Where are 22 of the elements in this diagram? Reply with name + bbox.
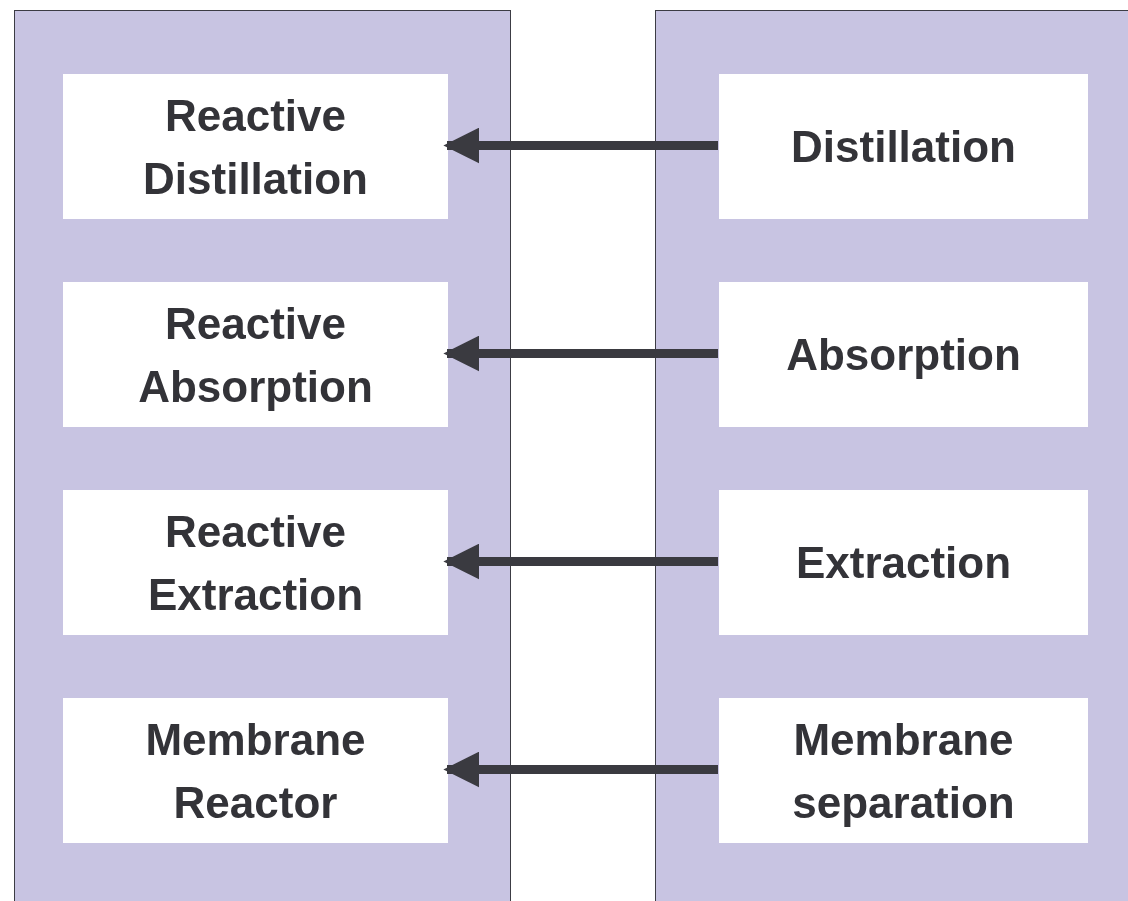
arrow bbox=[443, 543, 718, 580]
box-label: Extraction bbox=[795, 537, 1012, 589]
process-box bbox=[719, 74, 1088, 219]
box-label: Reactive Extraction bbox=[146, 505, 365, 621]
process-box bbox=[719, 282, 1088, 427]
process-box bbox=[719, 698, 1088, 843]
arrow bbox=[443, 751, 718, 788]
group-panel bbox=[14, 10, 511, 901]
box-label: Membrane Reactor bbox=[144, 713, 367, 829]
box-label: Reactive Distillation bbox=[142, 89, 369, 205]
box-label: Membrane separation bbox=[791, 713, 1016, 829]
process-box bbox=[63, 490, 448, 635]
process-box bbox=[63, 282, 448, 427]
box-label: Absorption bbox=[786, 329, 1021, 381]
process-box bbox=[63, 698, 448, 843]
box-label: Reactive Absorption bbox=[137, 297, 374, 413]
process-box bbox=[719, 490, 1088, 635]
arrow bbox=[443, 127, 718, 164]
group-panel bbox=[655, 10, 1128, 901]
arrow bbox=[443, 335, 718, 372]
process-box bbox=[63, 74, 448, 219]
box-label: Distillation bbox=[791, 121, 1016, 173]
